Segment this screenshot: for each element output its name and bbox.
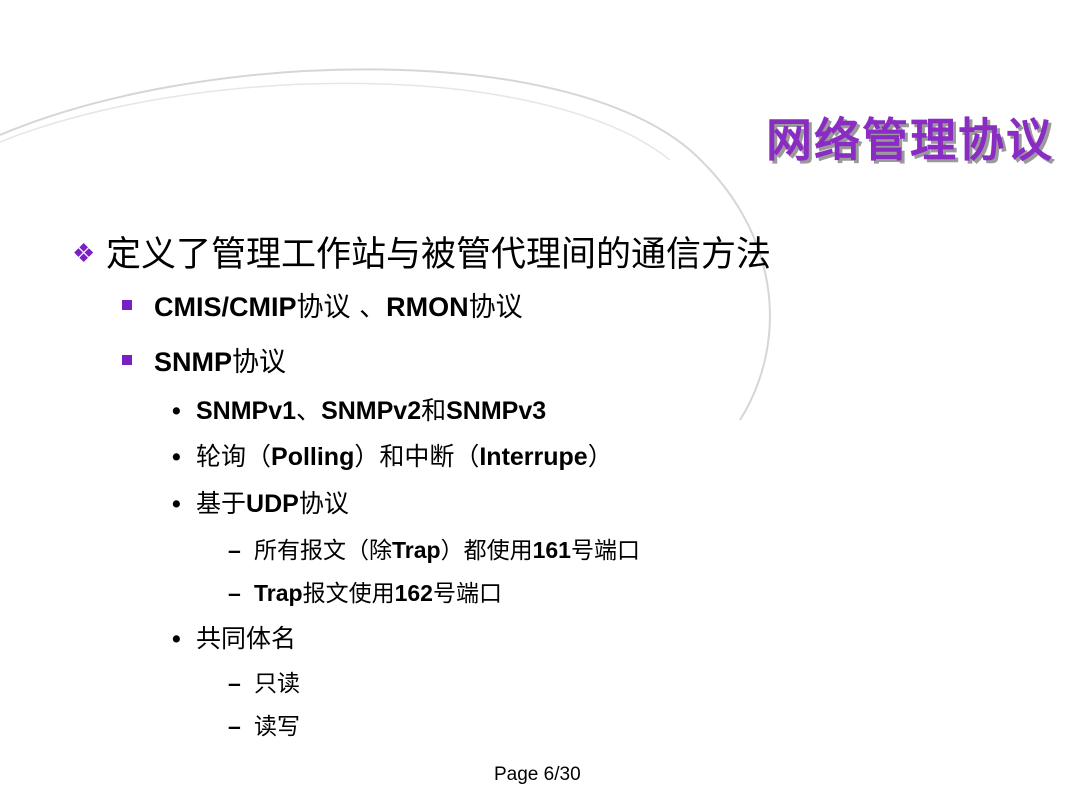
dot-bullet-icon: • [172,397,181,425]
bullet-text: 定义了管理工作站与被管代理间的通信方法 [106,235,772,275]
bullet-text: SNMPv2 [321,397,422,425]
list-item: ❖ 定义了管理工作站与被管代理间的通信方法 [72,226,771,277]
bullet-text: UDP [246,490,299,518]
list-item: –所有报文（除Trap）都使用161号端口 [228,531,640,565]
bullet-text: 报文使用 [302,581,395,607]
bullet-text: ）都使用 [440,538,533,564]
bullet-text: 协议 [298,489,349,518]
list-item: CMIS/CMIP协议 、RMON协议 [122,285,523,324]
page-number: Page 6/30 [494,764,581,785]
square-bullet-icon [122,300,132,310]
diamond-bullet-icon: ❖ [72,239,96,269]
bullet-text: 161 [532,537,571,563]
bullet-text: 只读 [254,671,300,697]
dot-bullet-icon: • [172,443,181,471]
list-item: –Trap报文使用162号端口 [228,574,502,608]
dash-bullet-icon: – [228,713,241,739]
bullet-text: SNMPv1 [196,397,297,425]
bullet-text: CMIS/CMIP [154,292,297,322]
bullet-text: 和 [421,396,447,425]
bullet-text: 、 [296,396,322,425]
list-item: SNMP协议 [122,340,286,379]
bullet-text: Polling [271,443,355,471]
bullet-text: 所有报文（除 [254,538,392,564]
bullet-text: SNMPv3 [446,397,547,425]
dash-bullet-icon: – [228,670,241,696]
bullet-text: 共同体名 [196,624,297,653]
bullet-text: Trap [392,537,441,563]
list-item: • SNMPv1、SNMPv2和SNMPv3 [172,391,546,427]
bullet-text: Interrupe [479,443,588,471]
dot-bullet-icon: • [172,625,181,653]
bullet-text: RMON [386,292,469,322]
dash-bullet-icon: – [228,580,241,606]
dot-bullet-icon: • [172,490,181,518]
bullet-text: 协议 、 [296,292,387,323]
dash-bullet-icon: – [228,537,241,563]
bullet-text: 基于 [196,489,247,518]
slide-title: 网络管理协议 [766,113,1054,167]
bullet-text: SNMP [154,347,233,377]
bullet-text: 162 [394,580,433,606]
bullet-text: ） [587,442,613,471]
list-item: • 轮询（Polling）和中断（Interrupe） [172,437,613,473]
bullet-text: 号端口 [432,581,502,607]
bullet-text: 号端口 [570,538,640,564]
bullet-text: 读写 [254,714,300,740]
list-item: –只读 [228,664,300,698]
bullet-text: ）和中断（ [354,442,480,471]
bullet-text: 协议 [468,292,523,323]
square-bullet-icon [122,355,132,365]
bullet-text: 协议 [232,347,287,378]
list-item: • 基于UDP协议 [172,484,349,520]
list-item: –读写 [228,707,300,741]
list-item: • 共同体名 [172,619,296,655]
bullet-text: Trap [254,580,303,606]
bullet-text: 轮询（ [196,442,272,471]
